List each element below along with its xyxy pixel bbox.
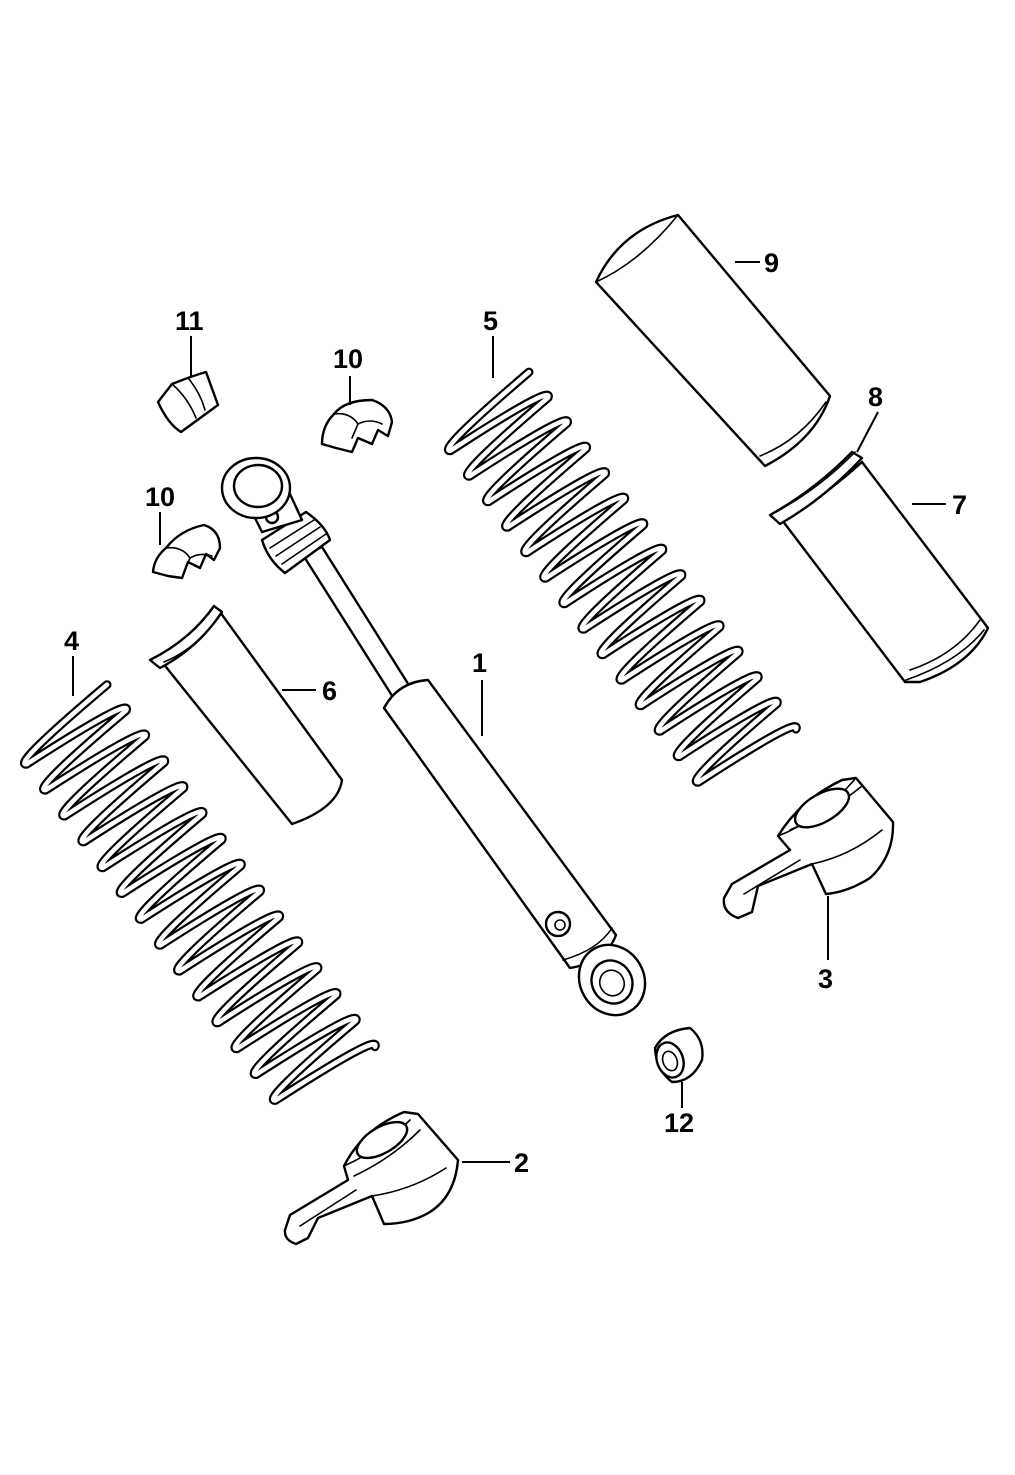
callout-10-lower: 10	[145, 482, 175, 512]
callout-11: 11	[175, 306, 204, 336]
callout-7: 7	[952, 490, 967, 520]
protective-cover	[594, 213, 832, 468]
callout-5: 5	[483, 306, 498, 336]
callout-4: 4	[64, 626, 79, 656]
callout-9: 9	[764, 248, 779, 278]
callout-6: 6	[322, 676, 337, 706]
leader-lines	[72, 261, 946, 1163]
callout-2: 2	[514, 1148, 529, 1178]
callout-12: 12	[664, 1108, 694, 1138]
spring-retainer-collet-upper	[320, 398, 394, 454]
lower-spring-seat-right	[722, 776, 895, 920]
lower-spring-seat-left	[283, 1110, 460, 1246]
spring-retainer-collet-lower	[151, 523, 222, 580]
coil-spring-right	[444, 367, 801, 787]
bushing-half	[156, 370, 220, 434]
callout-3: 3	[818, 964, 833, 994]
spring5-coil-fill	[446, 369, 799, 785]
spring4-coil-fill	[22, 682, 378, 1103]
spring4-coil-outline	[20, 680, 380, 1105]
shock-absorber	[220, 456, 647, 1017]
callout-8: 8	[868, 382, 883, 412]
callout-10-upper: 10	[333, 344, 363, 374]
spacer-bushing	[653, 1026, 704, 1084]
sleeve-ring	[768, 450, 864, 526]
coil-spring-left	[20, 680, 380, 1105]
callouts: 9 8 7 5 11 10 10 4 6 1 3 12 2	[64, 248, 967, 1178]
callout-1: 1	[472, 648, 487, 678]
dust-sleeve-left	[148, 604, 344, 826]
